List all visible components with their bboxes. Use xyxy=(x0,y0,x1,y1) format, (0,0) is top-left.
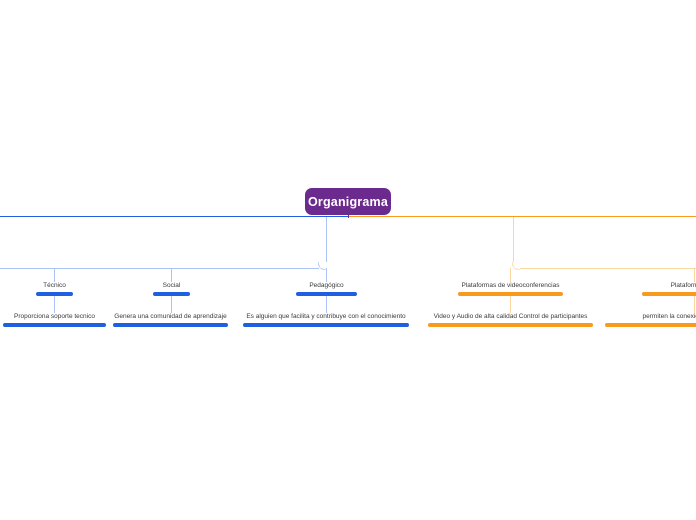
leaf-node-bar xyxy=(605,323,696,327)
branch-stem-tecnico xyxy=(54,268,55,282)
leaf-stem-tecnico xyxy=(54,295,55,313)
branch-node-tecnico[interactable]: Técnico xyxy=(20,281,89,296)
leaf-node-genera-comunidad-aprendizaje[interactable]: Genera una comunidad de aprendizaje xyxy=(113,312,228,327)
right-bus-corner xyxy=(512,261,521,270)
leaf-node-proporciona-soporte-tecnico[interactable]: Proporciona soporte tecnico xyxy=(0,312,112,327)
leaf-node-bar xyxy=(243,323,409,327)
branch-node-plataformas-r[interactable]: Plataformas de r xyxy=(631,281,696,296)
branch-stem-social xyxy=(171,268,172,282)
branch-node-social[interactable]: Social xyxy=(137,281,206,296)
branch-stem-pedagogico xyxy=(326,268,327,282)
branch-stem-videoconferencias xyxy=(510,268,511,282)
leaf-node-bar xyxy=(428,323,593,327)
right-branch-drop xyxy=(513,217,514,262)
left-bus-corner xyxy=(318,261,327,270)
leaf-stem-pedagogico xyxy=(326,295,327,313)
root-node-organigrama[interactable]: Organigrama xyxy=(305,188,391,215)
branch-node-bar xyxy=(36,292,73,296)
leaf-node-label: permiten la conexión e interacc xyxy=(642,313,696,320)
root-stem xyxy=(348,214,349,218)
leaf-node-label: Proporciona soporte tecnico xyxy=(14,313,95,320)
trunk-line-right xyxy=(348,216,696,217)
branch-node-bar xyxy=(458,292,563,296)
branch-node-bar xyxy=(642,292,696,296)
branch-node-label: Social xyxy=(162,282,181,289)
branch-node-pedagogico[interactable]: Pedagógico xyxy=(287,281,366,296)
branch-node-bar xyxy=(153,292,190,296)
trunk-line-left xyxy=(0,216,348,217)
leaf-node-label: Genera una comunidad de aprendizaje xyxy=(114,313,227,320)
leaf-node-bar xyxy=(3,323,106,327)
leaf-stem-plataformas-r xyxy=(694,295,695,313)
leaf-stem-videoconferencias xyxy=(510,295,511,313)
branch-node-plataformas-videoconferencias[interactable]: Plataformas de videoconferencias xyxy=(447,281,574,296)
left-bus-line xyxy=(0,268,319,269)
leaf-node-label: Es alguien que facilita y contribuye con… xyxy=(246,313,406,320)
leaf-node-permiten-conexion-interaccion[interactable]: permiten la conexión e interacc xyxy=(605,312,696,327)
left-branch-drop xyxy=(326,217,327,262)
branch-stem-plataformas-r xyxy=(694,268,695,282)
leaf-node-video-audio-alta-calidad[interactable]: Video y Audio de alta calidad Control de… xyxy=(428,312,593,327)
right-bus-line xyxy=(520,268,696,269)
root-node-label: Organigrama xyxy=(307,194,388,209)
branch-node-label: Pedagógico xyxy=(309,282,344,289)
branch-node-label: Plataformas de r xyxy=(670,282,696,289)
branch-node-label: Plataformas de videoconferencias xyxy=(461,282,560,289)
leaf-node-label: Video y Audio de alta calidad Control de… xyxy=(433,313,588,320)
leaf-node-es-alguien-que-facilita[interactable]: Es alguien que facilita y contribuye con… xyxy=(243,312,409,327)
branch-node-bar xyxy=(296,292,357,296)
leaf-stem-social xyxy=(171,295,172,313)
branch-node-label: Técnico xyxy=(43,282,66,289)
leaf-node-bar xyxy=(113,323,228,327)
